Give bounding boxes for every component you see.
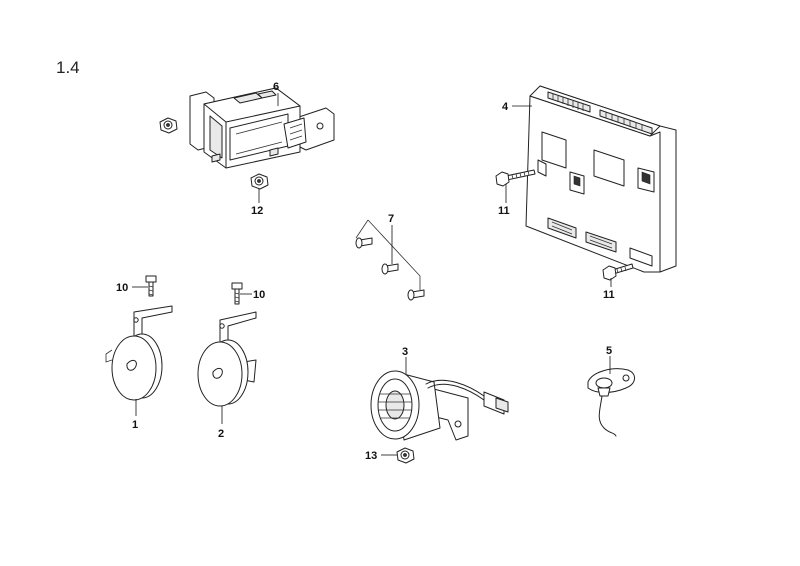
svg-text:5: 5 (606, 345, 612, 357)
callout-1: 1 (132, 399, 138, 431)
callout-10-right: 10 (240, 289, 265, 301)
callout-5: 5 (606, 345, 612, 374)
callout-6: 6 (273, 81, 279, 106)
svg-text:4: 4 (502, 101, 509, 113)
nut-icon (159, 117, 178, 134)
part-1-horn (105, 305, 173, 401)
nut-13-icon (396, 447, 415, 464)
part-7-clips (355, 219, 425, 301)
callout-3: 3 (402, 346, 408, 374)
svg-text:12: 12 (251, 205, 263, 217)
callout-10-left: 10 (116, 282, 148, 294)
clip-icon (381, 263, 399, 275)
svg-text:2: 2 (218, 428, 224, 440)
svg-text:1: 1 (132, 419, 138, 431)
callout-12: 12 (251, 189, 263, 217)
callout-7: 7 (388, 213, 394, 264)
part-4-control-unit (525, 85, 677, 273)
section-number: 1.4 (56, 58, 80, 77)
svg-text:11: 11 (603, 289, 615, 301)
svg-text:7: 7 (388, 213, 394, 225)
bolt-10-left-icon (145, 275, 157, 297)
svg-text:6: 6 (273, 81, 279, 93)
svg-text:10: 10 (253, 289, 265, 301)
svg-text:13: 13 (365, 450, 377, 462)
bolt-11-lower-icon (602, 263, 634, 281)
part-3-siren (370, 370, 509, 441)
bolt-11-upper-icon (495, 169, 536, 187)
part-5-sensor (587, 368, 635, 437)
callout-2: 2 (218, 406, 224, 440)
callout-11-upper: 11 (498, 184, 510, 217)
svg-text:10: 10 (116, 282, 128, 294)
clip-icon (407, 289, 425, 301)
bolt-10-right-icon (231, 282, 243, 305)
nut-12-icon (250, 173, 269, 190)
part-6-control-module (189, 87, 335, 169)
svg-text:3: 3 (402, 346, 408, 358)
callout-13: 13 (365, 450, 397, 462)
callout-4: 4 (502, 101, 532, 113)
clip-icon (355, 237, 373, 249)
part-2-horn (197, 311, 257, 407)
svg-text:11: 11 (498, 205, 510, 217)
callout-11-lower: 11 (603, 278, 615, 301)
